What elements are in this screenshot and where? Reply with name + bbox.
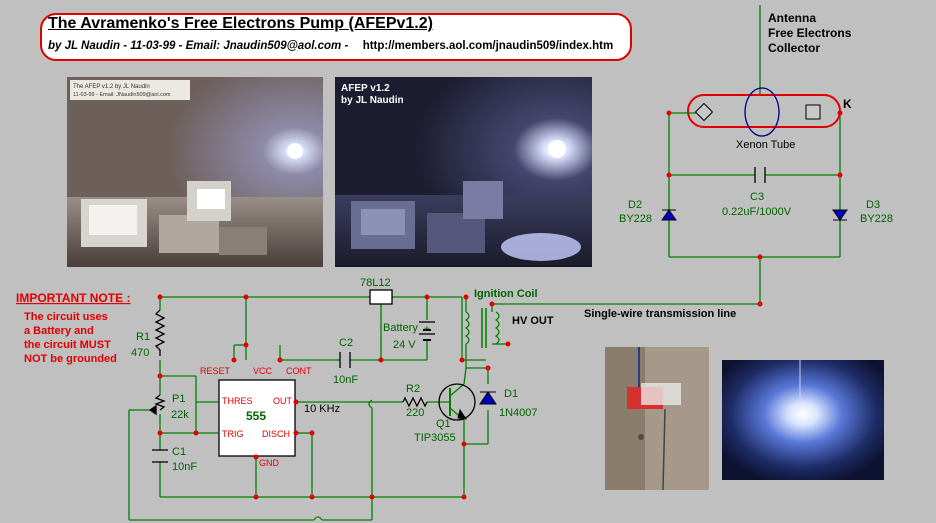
page-title: The Avramenko's Free Electrons Pump (AFE… xyxy=(48,15,433,32)
note-heading: IMPORTANT NOTE : xyxy=(16,291,130,305)
ic555-name: 555 xyxy=(246,409,266,423)
battery-value: 24 V xyxy=(393,339,416,351)
d2-value: BY228 xyxy=(619,213,652,225)
title-frame xyxy=(40,13,632,61)
c1-value: 10nF xyxy=(172,461,197,473)
c2-value: 10nF xyxy=(333,374,358,386)
resistor-r1 xyxy=(154,309,166,356)
photo-lab-bench: The AFEP v1.2 by JL Naudin 11-03-99 - Em… xyxy=(67,77,323,267)
ic555-disch-pin: DISCH xyxy=(262,429,290,439)
byline-url[interactable]: http://members.aol.com/jnaudin509/index.… xyxy=(362,40,614,52)
r2-value: 220 xyxy=(406,407,424,419)
c1-name: C1 xyxy=(172,446,186,458)
ic555-gnd-pin: GND xyxy=(259,458,280,468)
r2-name: R2 xyxy=(406,383,420,395)
p1-value: 22k xyxy=(171,409,189,421)
ic-555-body xyxy=(218,379,296,457)
c3-name: C3 xyxy=(750,191,764,203)
hv-out-label: HV OUT xyxy=(512,315,554,327)
photo-tube-closeup-image xyxy=(605,347,709,490)
ic555-trig-pin: TRIG xyxy=(222,429,244,439)
antenna-label-2: Free Electrons xyxy=(768,26,852,40)
xenon-tube-label: Xenon Tube xyxy=(736,139,795,151)
photo2-caption-line2: by JL Naudin xyxy=(341,95,404,106)
c3-value: 0.22uF/1000V xyxy=(722,206,792,218)
q1-name: Q1 xyxy=(436,418,451,430)
diode-d1 xyxy=(479,391,497,405)
ic555-cont-pin: CONT xyxy=(286,366,312,376)
photo-blue-glow xyxy=(722,360,884,480)
diode-d2 xyxy=(661,209,677,221)
tube-anode-icon xyxy=(694,102,714,122)
wire-nodes xyxy=(157,110,843,500)
battery-name: Battery xyxy=(383,322,418,334)
photo-dark-room: AFEP v1.2 by JL Naudin xyxy=(335,77,592,267)
antenna-label-3: Collector xyxy=(768,41,820,55)
photo-blue-glow-image xyxy=(722,360,884,480)
photo-tube-closeup xyxy=(605,347,709,490)
q1-value: TIP3055 xyxy=(414,432,456,444)
note-line-1: The circuit uses xyxy=(24,311,108,323)
coil-secondary xyxy=(494,311,500,345)
p1-name: P1 xyxy=(172,393,185,405)
ic555-out-pin: OUT xyxy=(273,396,293,406)
transistor-q1-emitter-arrow xyxy=(457,408,468,420)
note-line-3: the circuit MUST xyxy=(24,339,111,351)
antenna-label-1: Antenna xyxy=(768,11,816,25)
r1-value: 470 xyxy=(131,347,149,359)
d2-name: D2 xyxy=(628,199,642,211)
byline-author: by JL Naudin - 11-03-99 - Email: Jnaudin… xyxy=(48,40,349,52)
c2-name: C2 xyxy=(339,337,353,349)
photo-lab-bench-image: The AFEP v1.2 by JL Naudin 11-03-99 - Em… xyxy=(67,77,323,267)
d3-name: D3 xyxy=(866,199,880,211)
photo-dark-room-image: AFEP v1.2 by JL Naudin xyxy=(335,77,592,267)
tube-k-label: K xyxy=(843,97,852,111)
photo1-caption-line1: The AFEP v1.2 by JL Naudin xyxy=(73,84,150,90)
diode-d3 xyxy=(832,209,848,221)
frequency-label: 10 KHz xyxy=(304,403,340,415)
transistor-q1 xyxy=(438,383,476,421)
photo1-caption-line2: 11-03-99 - Email: JNaudin509@aol.com xyxy=(73,92,171,98)
battery-plus: + xyxy=(424,324,430,335)
xenon-tube-envelope xyxy=(744,87,780,137)
coil-primary xyxy=(464,311,470,345)
d3-value: BY228 xyxy=(860,213,893,225)
note-line-2: a Battery and xyxy=(24,325,94,337)
potentiometer-p1 xyxy=(154,394,166,411)
resistor-r2 xyxy=(402,396,428,408)
ic555-thres-pin: THRES xyxy=(222,396,253,406)
ic555-vcc-pin: VCC xyxy=(253,366,273,376)
ignition-coil-label: Ignition Coil xyxy=(474,288,538,300)
d1-value: 1N4007 xyxy=(499,407,538,419)
page-byline: by JL Naudin - 11-03-99 - Email: Jnaudin… xyxy=(48,40,613,52)
photo2-caption-line1: AFEP v1.2 xyxy=(341,83,390,94)
note-line-4: NOT be grounded xyxy=(24,353,117,365)
transmission-line-label: Single-wire transmission line xyxy=(584,308,736,320)
tube-cathode-icon xyxy=(805,104,821,120)
regulator-78l12 xyxy=(369,289,393,305)
regulator-label: 78L12 xyxy=(360,277,391,289)
d1-name: D1 xyxy=(504,388,518,400)
r1-name: R1 xyxy=(136,331,150,343)
ic555-reset-pin: RESET xyxy=(200,366,231,376)
